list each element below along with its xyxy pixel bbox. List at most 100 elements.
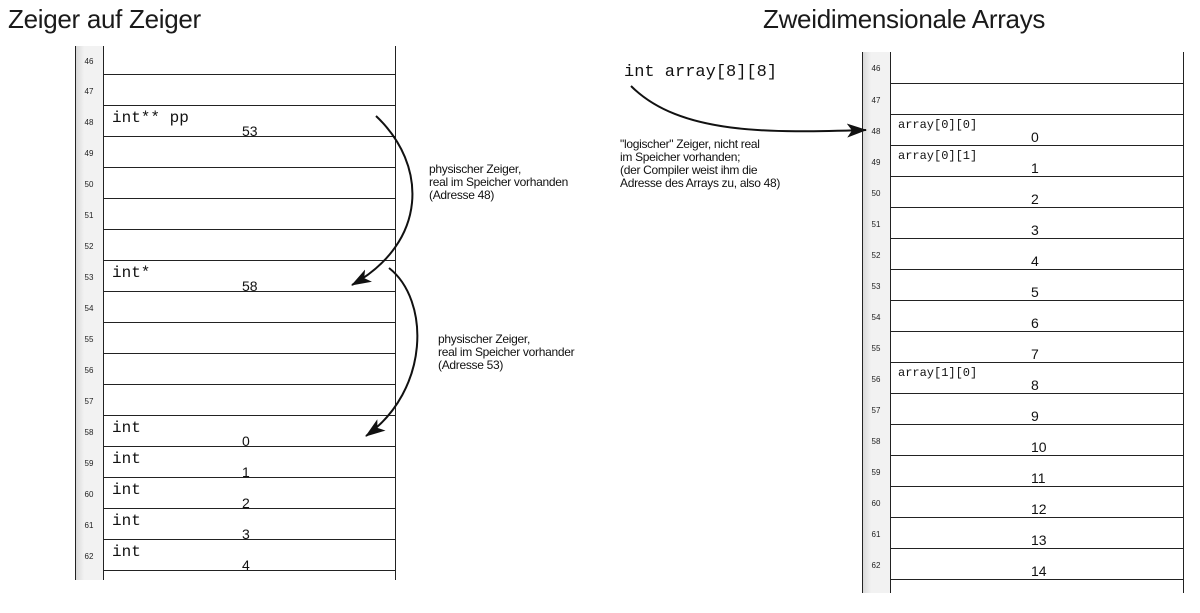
right-diagram-title: Zweidimensionale Arrays bbox=[763, 4, 1046, 34]
address-number: 49 bbox=[871, 158, 881, 167]
cell-value: 0 bbox=[242, 433, 250, 449]
address-number: 60 bbox=[84, 490, 94, 499]
address-number: 47 bbox=[84, 87, 94, 96]
cell-type-label: array[1][0] bbox=[898, 366, 978, 380]
address-number: 61 bbox=[84, 521, 94, 530]
arrow-array-to-48 bbox=[630, 85, 867, 138]
memory-row-56: 56 array[1][0] 8 bbox=[862, 363, 1184, 394]
cell-value: 13 bbox=[1031, 532, 1047, 548]
address-number: 46 bbox=[84, 57, 94, 66]
memory-row-59: 59 11 bbox=[862, 456, 1184, 487]
address-number: 58 bbox=[871, 437, 881, 446]
cell-value: 10 bbox=[1031, 439, 1047, 455]
memory-row-61: 61 13 bbox=[862, 518, 1184, 549]
cell-value: 3 bbox=[1031, 222, 1039, 238]
physical-pointer-pp-note: physischer Zeiger, real im Speicher vorh… bbox=[429, 163, 568, 202]
note-line: physischer Zeiger, bbox=[429, 162, 521, 176]
address-number: 48 bbox=[871, 127, 881, 136]
cell-value: 58 bbox=[242, 278, 258, 294]
cell-type-label: int** pp bbox=[112, 109, 189, 127]
memory-row-53: 53 5 bbox=[862, 270, 1184, 301]
address-number: 59 bbox=[871, 468, 881, 477]
cell-value: 1 bbox=[242, 464, 250, 480]
memory-row-49: 49 array[0][1] 1 bbox=[862, 146, 1184, 177]
cell-value: 53 bbox=[242, 123, 258, 139]
memory-row-54: 54 bbox=[75, 292, 396, 323]
address-number: 57 bbox=[871, 406, 881, 415]
address-number: 55 bbox=[871, 344, 881, 353]
note-line: im Speicher vorhanden; bbox=[620, 150, 741, 164]
address-number: 61 bbox=[871, 530, 881, 539]
cell-type-label: int bbox=[112, 481, 141, 499]
memory-row-47: 47 bbox=[862, 84, 1184, 115]
address-number: 58 bbox=[84, 428, 94, 437]
address-number: 57 bbox=[84, 397, 94, 406]
address-number: 50 bbox=[84, 180, 94, 189]
address-number: 51 bbox=[84, 211, 94, 220]
note-line: (Adresse 48) bbox=[429, 188, 495, 202]
cell-value: 12 bbox=[1031, 501, 1047, 517]
address-number: 52 bbox=[84, 242, 94, 251]
cell-value: 14 bbox=[1031, 563, 1047, 579]
address-number: 55 bbox=[84, 335, 94, 344]
cell-type-label: array[0][1] bbox=[898, 149, 978, 163]
address-number: 46 bbox=[871, 64, 881, 73]
memory-row-52: 52 4 bbox=[862, 239, 1184, 270]
note-line: real im Speicher vorhander bbox=[438, 345, 575, 359]
memory-row-57: 57 bbox=[75, 385, 396, 416]
memory-row-55: 55 7 bbox=[862, 332, 1184, 363]
address-number: 54 bbox=[84, 304, 94, 313]
address-number: 53 bbox=[84, 273, 94, 282]
cell-value: 8 bbox=[1031, 377, 1039, 393]
memory-row-62: 62 14 bbox=[862, 549, 1184, 580]
note-line: (der Compiler weist ihm die bbox=[620, 163, 758, 177]
address-number: 54 bbox=[871, 313, 881, 322]
cell-value: 1 bbox=[1031, 160, 1039, 176]
address-number: 59 bbox=[84, 459, 94, 468]
address-gutter bbox=[862, 52, 890, 593]
memory-row-55: 55 bbox=[75, 323, 396, 354]
address-number: 50 bbox=[871, 189, 881, 198]
memory-row-49: 49 bbox=[75, 137, 396, 168]
memory-row-51: 51 bbox=[75, 199, 396, 230]
cell-type-label: int bbox=[112, 450, 141, 468]
memory-row-59: 59 int 1 bbox=[75, 447, 396, 480]
memory-row-46: 46 bbox=[862, 52, 1184, 84]
logical-pointer-note: "logischer" Zeiger, nicht real im Speich… bbox=[620, 138, 780, 190]
note-line: (Adresse 53) bbox=[438, 358, 504, 372]
cell-value: 6 bbox=[1031, 315, 1039, 331]
memory-row-47: 47 bbox=[75, 75, 396, 106]
note-line: physischer Zeiger, bbox=[438, 332, 530, 346]
address-number: 53 bbox=[871, 282, 881, 291]
address-number: 62 bbox=[84, 552, 94, 561]
address-number: 48 bbox=[84, 118, 94, 127]
cell-type-label: int* bbox=[112, 264, 151, 282]
address-number: 52 bbox=[871, 251, 881, 260]
cell-value: 4 bbox=[1031, 253, 1039, 269]
memory-row-54: 54 6 bbox=[862, 301, 1184, 332]
note-line: real im Speicher vorhanden bbox=[429, 175, 568, 189]
physical-pointer-p-note: physischer Zeiger, real im Speicher vorh… bbox=[438, 332, 575, 372]
memory-row-56: 56 bbox=[75, 354, 396, 385]
cell-type-label: int bbox=[112, 419, 141, 437]
address-number: 47 bbox=[871, 96, 881, 105]
address-number: 62 bbox=[871, 561, 881, 570]
address-number: 56 bbox=[871, 375, 881, 384]
cell-value: 5 bbox=[1031, 284, 1039, 300]
address-number: 56 bbox=[84, 366, 94, 375]
cell-value: 11 bbox=[1031, 470, 1046, 486]
cell-type-label: int bbox=[112, 512, 141, 530]
cell-value: 7 bbox=[1031, 346, 1039, 362]
note-line: Adresse des Arrays zu, also 48) bbox=[620, 176, 781, 190]
cell-type-label: array[0][0] bbox=[898, 118, 978, 132]
memory-row-53: 53 int* 58 bbox=[75, 261, 396, 294]
